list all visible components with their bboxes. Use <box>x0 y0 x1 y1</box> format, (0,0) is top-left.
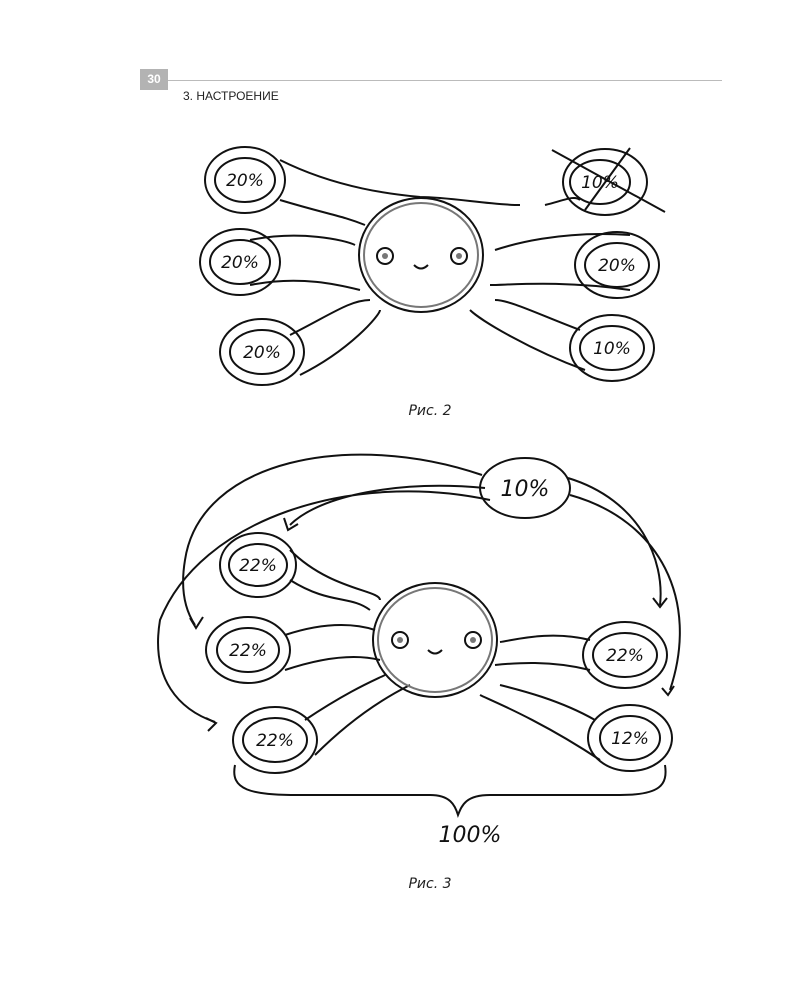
fig3-label-left-mid: 22% <box>229 641 267 661</box>
fig2-label-left-bottom: 20% <box>243 343 281 363</box>
fig3-label-right-mid: 22% <box>606 646 644 666</box>
header-rule <box>168 80 722 81</box>
fig2-label-right-bottom: 10% <box>593 339 631 359</box>
fig3-label-left-bottom: 22% <box>256 731 294 751</box>
fig2-label-right-top-crossed: 10% <box>581 173 619 193</box>
fig3-caption: Рис. 3 <box>408 876 451 892</box>
fig2-caption: Рис. 2 <box>408 403 451 419</box>
chapter-title: 3. НАСТРОЕНИЕ <box>183 89 279 103</box>
page-number: 30 <box>140 69 168 90</box>
fig2-label-left-mid: 20% <box>221 253 259 273</box>
brace <box>233 764 667 819</box>
figure-2: 20% 20% 20% 10% 20% 10% Рис. 2 <box>199 146 666 419</box>
fig3-total-label: 100% <box>439 823 502 848</box>
fig2-label-right-mid: 20% <box>598 256 636 276</box>
fig2-label-left-top: 20% <box>226 171 264 191</box>
fig3-label-right-bottom: 12% <box>611 729 649 749</box>
fig3-top-label: 10% <box>501 477 550 502</box>
figure-3: 10% 22% 22% 22% 22% 12% 100% Рис. 3 <box>157 453 681 892</box>
fig3-label-left-top: 22% <box>239 556 277 576</box>
